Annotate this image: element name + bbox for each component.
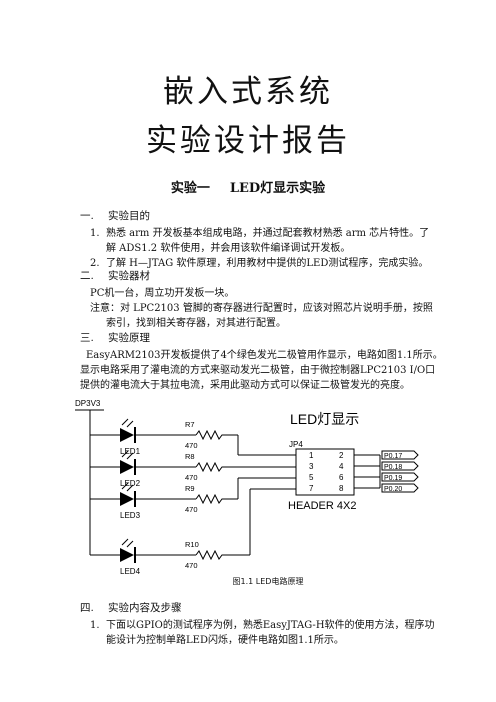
resistor-value: 470 — [185, 505, 198, 514]
resistor-symbol — [195, 549, 224, 561]
section-number: 一. — [80, 210, 94, 222]
item-number: 2. — [90, 258, 100, 269]
item-text: 了解 H—JTAG 软件原理，利用教材中提供的LED测试程序，完成实验。 — [106, 258, 429, 269]
steps-item-1: 1. 下面以GPIO的测试程序为例，熟悉EasyJTAG-H软件的使用方法，程序功 — [90, 616, 435, 631]
purpose-item-2: 2. 了解 H—JTAG 软件原理，利用教材中提供的LED测试程序，完成实验。 — [90, 254, 428, 269]
principle-line-3: 提供的灌电流大于其拉电流，采用此驱动方式可以保证二极管发光的亮度。 — [80, 380, 410, 391]
pin-label: 8 — [339, 484, 344, 493]
led-label: LED4 — [120, 567, 141, 576]
resistor-value: 470 — [185, 561, 198, 570]
section-heading-equipment: 二. 实验器材 — [80, 268, 150, 283]
pin-label: 4 — [339, 462, 344, 471]
pin-label: 3 — [309, 462, 314, 471]
principle-line-1: EasyARM2103开发板提供了4个绿色发光二极管用作显示，电路如图1.1所示… — [86, 350, 443, 361]
led-symbol — [120, 418, 136, 443]
experiment-name: LED灯显示实验 — [229, 181, 326, 196]
pin-label: 2 — [339, 451, 344, 460]
resistor-symbols — [195, 429, 224, 561]
section-title: 实验原理 — [108, 332, 150, 344]
pin-label: 6 — [339, 473, 344, 482]
port-label: P0.18 — [384, 464, 402, 471]
resistor-value: 470 — [185, 473, 198, 482]
port-tags — [381, 450, 419, 493]
document-title-line2: 实验设计报告 — [146, 123, 350, 159]
resistor-name: R10 — [185, 540, 199, 549]
section-title: 实验器材 — [108, 270, 150, 282]
resistor-name: R8 — [185, 452, 195, 461]
equipment-line-2: 注意：对 LPC2103 管脚的寄存器进行配置时，应该对照芯片说明手册，按照 — [90, 303, 433, 314]
experiment-subtitle: 实验一 LED灯显示实验 — [0, 177, 496, 196]
section-heading-steps: 四. 实验内容及步骤 — [80, 600, 182, 615]
section-number: 四. — [80, 602, 94, 614]
resistor-value: 470 — [185, 441, 198, 450]
led-label: LED3 — [120, 511, 141, 520]
port-label: P0.20 — [384, 486, 402, 493]
item-number: 1. — [90, 620, 100, 631]
section-title: 实验内容及步骤 — [108, 602, 182, 614]
item-text: 熟悉 arm 开发板基本组成电路，并通过配套教材熟悉 arm 芯片特性。了 — [106, 228, 430, 239]
resistor-symbol — [195, 493, 224, 505]
equipment-line-3: 索引，找到相关寄存器，对其进行配置。 — [106, 318, 286, 329]
circuit-heading: LED灯显示 — [290, 411, 359, 427]
led-symbol — [120, 482, 136, 507]
experiment-number: 实验一 — [170, 181, 210, 196]
port-label: P0.17 — [384, 453, 402, 460]
pin-label: 5 — [309, 473, 314, 482]
equipment-line-1: PC机一台，周立功开发板一块。 — [90, 288, 235, 299]
port-tag — [381, 483, 419, 493]
principle-line-2: 显示电路采用了灌电流的方式来驱动发光二极管，由于微控制器LPC2103 I/O口 — [80, 365, 436, 376]
item-text: 下面以GPIO的测试程序为例，熟悉EasyJTAG-H软件的使用方法，程序功 — [106, 620, 435, 631]
section-number: 二. — [80, 270, 94, 282]
connector-type-label: HEADER 4X2 — [288, 500, 356, 512]
led-symbols — [120, 418, 136, 563]
section-number: 三. — [80, 332, 94, 344]
resistor-symbol — [195, 429, 224, 441]
item-number: 1. — [90, 228, 100, 239]
resistor-name: R9 — [185, 484, 195, 493]
port-tag — [381, 461, 419, 471]
figure-caption: 图1.1 LED电路原理 — [232, 577, 304, 586]
resistor-name: R7 — [185, 420, 195, 429]
pin-label: 7 — [309, 484, 314, 493]
purpose-item-1-cont: 解 ADS1.2 软件使用，并会用该软件编译调试开发板。 — [106, 243, 351, 254]
port-tag — [381, 450, 419, 460]
supply-label: DP3V3 — [75, 399, 101, 408]
pin-label: 1 — [309, 451, 314, 460]
led-symbol — [120, 450, 136, 475]
purpose-item-1: 1. 熟悉 arm 开发板基本组成电路，并通过配套教材熟悉 arm 芯片特性。了 — [90, 224, 429, 239]
led-symbol — [120, 538, 136, 563]
port-label: P0.19 — [384, 475, 402, 482]
resistor-symbol — [195, 461, 224, 473]
section-heading-purpose: 一. 实验目的 — [80, 208, 150, 223]
port-tag — [381, 472, 419, 482]
connector-ref-label: JP4 — [289, 440, 303, 449]
document-title-line1: 嵌入式系统 — [163, 74, 333, 110]
section-heading-principle: 三. 实验原理 — [80, 330, 150, 345]
led-label: LED1 — [120, 447, 141, 456]
section-title: 实验目的 — [108, 210, 150, 222]
steps-item-1-cont: 能设计为控制单路LED闪烁，硬件电路如图1.1所示。 — [106, 635, 344, 646]
led-label: LED2 — [120, 479, 141, 488]
